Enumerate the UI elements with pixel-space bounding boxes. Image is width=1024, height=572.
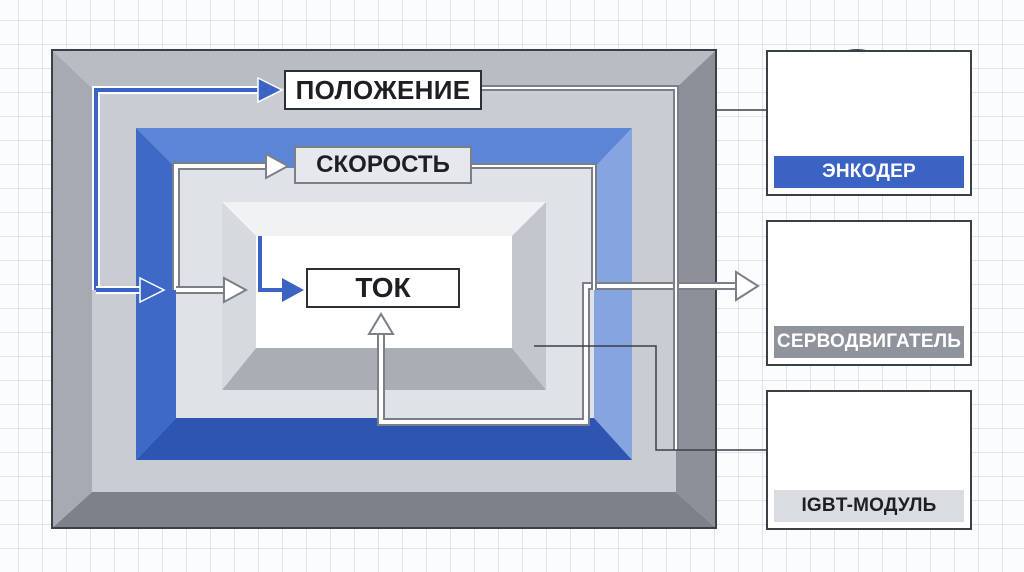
encoder-title: ЭНКОДЕР bbox=[774, 156, 964, 188]
igbt-module-title: IGBT-МОДУЛЬ bbox=[774, 490, 964, 522]
speed-loop-arrow bbox=[172, 152, 291, 304]
servo-motor-card: СЕРВОДВИГАТЕЛЬ bbox=[766, 220, 972, 366]
current-feedback-arrow bbox=[367, 290, 590, 426]
igbt-module-card: IGBT-МОДУЛЬ bbox=[766, 390, 972, 530]
output-to-motor-arrow bbox=[582, 270, 760, 302]
position-loop-arrow bbox=[92, 76, 284, 304]
speed-label: СКОРОСТЬ bbox=[294, 146, 472, 184]
current-loop-arrow bbox=[258, 236, 304, 302]
servo-motor-title: СЕРВОДВИГАТЕЛЬ bbox=[774, 326, 964, 358]
connector-lines bbox=[534, 109, 766, 451]
encoder-feedback-lines bbox=[470, 85, 679, 450]
encoder-card: ЭНКОДЕР bbox=[766, 50, 972, 196]
current-label: ТОК bbox=[306, 268, 460, 308]
position-label: ПОЛОЖЕНИЕ bbox=[284, 70, 482, 110]
